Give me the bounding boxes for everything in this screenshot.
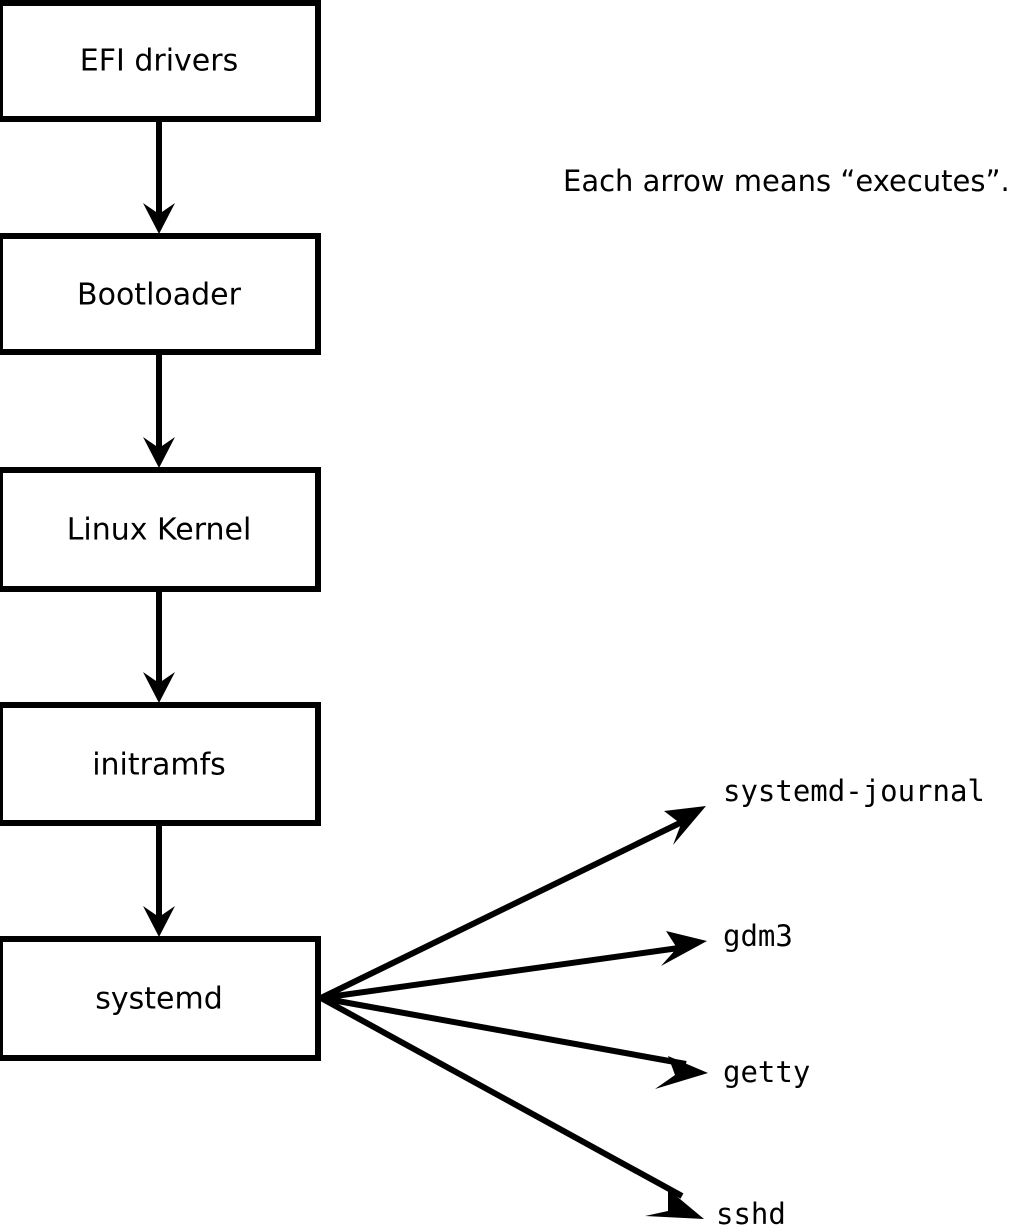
box-outline — [0, 233, 321, 355]
leaf-label-gdm3: gdm3 — [723, 919, 793, 953]
arrow-head-icon — [661, 931, 707, 966]
box-label-systemd: systemd — [95, 982, 223, 1017]
arrow-shaft — [320, 944, 687, 1001]
arrow-efi-drivers-to-bootloader — [143, 119, 175, 234]
arrow-head-icon — [655, 1056, 708, 1089]
leaf-label-sshd: sshd — [716, 1197, 786, 1230]
arrow-shaft — [320, 995, 687, 1067]
arrow-linux-kernel-to-initramfs — [143, 589, 175, 703]
box-label-linux-kernel: Linux Kernel — [67, 513, 252, 548]
legend-note: Each arrow means “executes”. — [563, 164, 1010, 198]
arrow-head-icon — [664, 806, 706, 845]
arrow-shaft — [319, 995, 684, 1199]
arrow-head-icon — [143, 437, 175, 468]
box-linux-kernel[interactable]: Linux Kernel — [0, 467, 321, 592]
leaf-label-systemd-journal: systemd-journal — [723, 774, 985, 808]
box-bootloader[interactable]: Bootloader — [0, 233, 321, 355]
arrow-head-icon — [143, 203, 175, 234]
arrow-head-icon — [143, 906, 175, 937]
chain-arrow-group — [143, 119, 175, 937]
box-outline — [0, 467, 321, 592]
box-outline — [0, 702, 321, 826]
fanout-arrow-group — [319, 806, 708, 1219]
arrow-shaft — [319, 818, 686, 1001]
arrow-systemd-to-sshd — [319, 995, 704, 1219]
box-outline — [0, 0, 321, 122]
arrow-systemd-to-gdm3 — [320, 931, 707, 1001]
arrow-head-icon — [143, 672, 175, 703]
arrow-initramfs-to-systemd — [143, 823, 175, 937]
arrow-systemd-to-systemd-journal — [319, 806, 706, 1001]
box-label-initramfs: initramfs — [92, 748, 226, 783]
arrow-systemd-to-getty — [320, 995, 708, 1089]
box-initramfs[interactable]: initramfs — [0, 702, 321, 826]
box-efi-drivers[interactable]: EFI drivers — [0, 0, 321, 122]
arrow-head-icon — [645, 1189, 704, 1219]
arrow-bootloader-to-linux-kernel — [143, 352, 175, 468]
box-label-bootloader: Bootloader — [77, 278, 242, 313]
box-label-efi-drivers: EFI drivers — [80, 44, 238, 79]
leaf-label-getty: getty — [723, 1055, 810, 1089]
box-outline — [0, 936, 321, 1061]
box-systemd[interactable]: systemd — [0, 936, 321, 1061]
